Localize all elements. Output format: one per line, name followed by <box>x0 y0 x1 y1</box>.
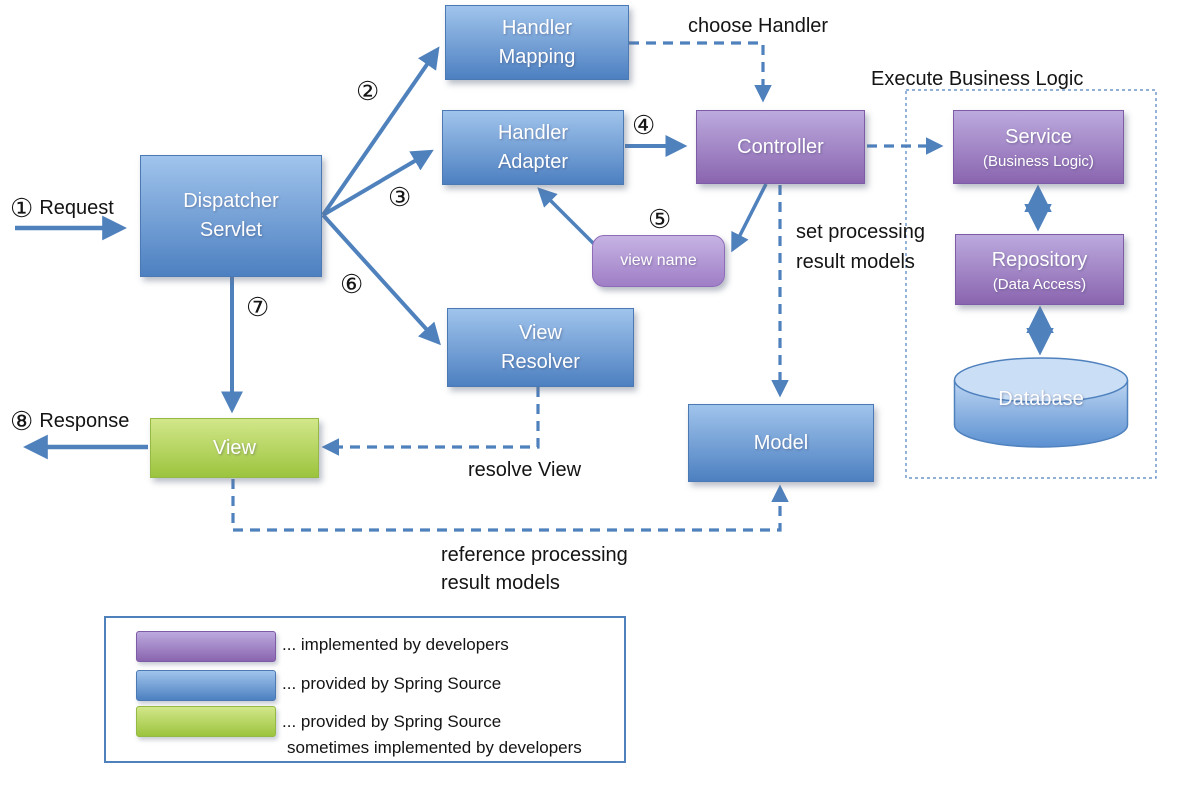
legend-box: ... implemented by developers ... provid… <box>104 616 626 763</box>
view-resolver-label: View Resolver <box>501 321 580 373</box>
model-box: Model <box>688 404 874 482</box>
set-processing-label: set processing result models <box>796 221 925 273</box>
reference-processing-label: reference processing result models <box>441 544 628 594</box>
response-text: Response <box>39 410 130 432</box>
execute-business-logic-label: Execute Business Logic <box>871 68 1084 90</box>
model-label: Model <box>753 431 809 454</box>
view-box: View <box>150 418 319 478</box>
step-6: ⑥ <box>340 269 364 299</box>
controller-box: Controller <box>696 110 865 184</box>
response-label: ⑧ Response <box>10 406 129 437</box>
response-step-number: ⑧ <box>10 406 34 436</box>
step3-arrow <box>321 149 434 217</box>
dispatcher-servlet-label: Dispatcher Servlet <box>183 190 279 241</box>
step-5: ⑤ <box>648 204 672 234</box>
legend-label-provided-2: ... provided by Spring Source <box>282 712 502 731</box>
handler-adapter-box: Handler Adapter <box>442 110 624 185</box>
request-label: ① Request <box>10 193 114 224</box>
repository-box: Repository (Data Access) <box>955 234 1124 305</box>
choose-handler-label: choose Handler <box>688 15 829 37</box>
legend-label-provided: ... provided by Spring Source <box>282 674 502 693</box>
step-7: ⑦ <box>246 292 270 322</box>
dispatcher-servlet-box: Dispatcher Servlet <box>140 155 322 277</box>
handler-mapping-box: Handler Mapping <box>445 5 629 80</box>
resolver-to-view-dashed-arrow <box>321 387 540 456</box>
step2-arrow <box>321 46 440 217</box>
choose-handler-dashed-arrow <box>629 41 772 103</box>
repository-sublabel: (Data Access) <box>992 275 1087 293</box>
resolve-view-label: resolve View <box>468 459 582 481</box>
view-label: View <box>213 436 256 459</box>
service-box: Service (Business Logic) <box>953 110 1124 184</box>
service-label: Service <box>1005 126 1072 148</box>
view-to-model-dashed-arrow <box>231 479 789 532</box>
repository-label: Repository <box>991 248 1088 271</box>
request-step-number: ① <box>10 193 34 223</box>
request-text: Request <box>39 197 114 219</box>
viewname-to-adapter-arrow <box>537 187 602 252</box>
controller-to-viewname-arrow <box>731 183 768 253</box>
handler-mapping-label: Handler Mapping <box>498 16 576 68</box>
controller-label: Controller <box>737 135 824 158</box>
service-sublabel: (Business Logic) <box>983 153 1094 170</box>
view-name-label: view name <box>620 252 697 269</box>
step-3: ③ <box>388 182 412 212</box>
view-name-box: view name <box>592 235 725 287</box>
legend-swatch-blue <box>136 670 276 701</box>
database-label: Database <box>998 388 1084 410</box>
handler-adapter-label: Handler Adapter <box>497 121 569 173</box>
legend-label-implemented: ... implemented by developers <box>282 635 509 654</box>
legend-swatch-purple <box>136 631 276 662</box>
legend-label-sometimes: sometimes implemented by developers <box>287 738 582 757</box>
step-4: ④ <box>632 110 656 140</box>
step-2: ② <box>356 76 380 106</box>
view-resolver-box: View Resolver <box>447 308 634 387</box>
legend-swatch-green <box>136 706 276 737</box>
